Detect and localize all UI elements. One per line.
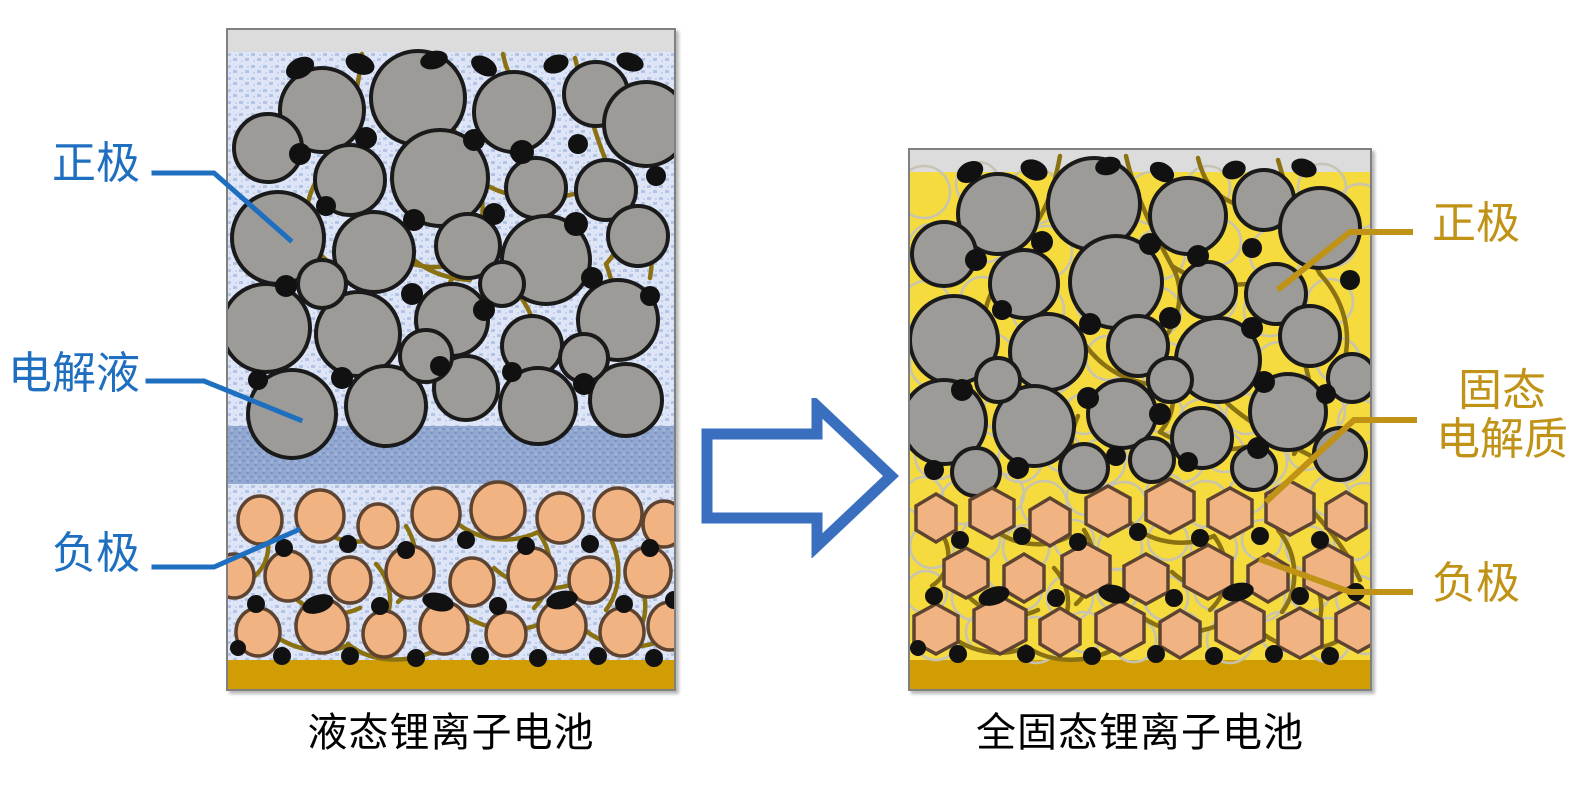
left-label-electrolyte: 电解液: [8, 349, 140, 398]
left-battery-cell: [226, 28, 676, 691]
left-bottom-current-collector: [226, 660, 676, 691]
left-label-anode: 负极: [52, 529, 140, 578]
right-anode-conductive-additive: [910, 523, 1365, 665]
leader-cathode: [151, 170, 294, 244]
right-label-anode: 负极: [1432, 559, 1520, 608]
left-anode-conductive-additive: [230, 531, 676, 667]
left-cathode-conductive-additive: [248, 50, 666, 395]
transition-arrow: [701, 398, 900, 558]
arrow-shape: [701, 398, 900, 558]
left-leader-lines: [145, 170, 304, 570]
leader-cathode-right: [1275, 229, 1413, 293]
left-cell-caption: 液态锂离子电池: [307, 711, 595, 755]
leader-anode: [151, 526, 302, 570]
right-cathode-conductive-additive: [924, 156, 1360, 480]
left-top-current-collector: [226, 28, 676, 52]
leader-solid-electrolyte: [1263, 417, 1417, 505]
left-cell-graphic: [226, 28, 676, 691]
left-cell-frame: [226, 28, 676, 691]
right-label-solid-electrolyte-line2: 电解质: [1436, 415, 1568, 465]
leader-anode-right: [1258, 556, 1413, 595]
right-bottom-current-collector: [908, 660, 1372, 691]
leader-electrolyte: [145, 378, 304, 424]
left-anode-particles: [226, 480, 676, 659]
right-cell-caption: 全固态锂离子电池: [976, 711, 1304, 755]
left-cathode-particles: [226, 49, 676, 460]
right-label-solid-electrolyte-line1: 固态: [1458, 366, 1546, 415]
left-label-cathode: 正极: [52, 139, 140, 188]
right-leader-lines: [1258, 229, 1417, 595]
right-cathode-particles: [908, 156, 1372, 498]
right-label-cathode: 正极: [1432, 199, 1520, 248]
right-label-solid-electrolyte: 固态 电解质: [1436, 366, 1568, 465]
